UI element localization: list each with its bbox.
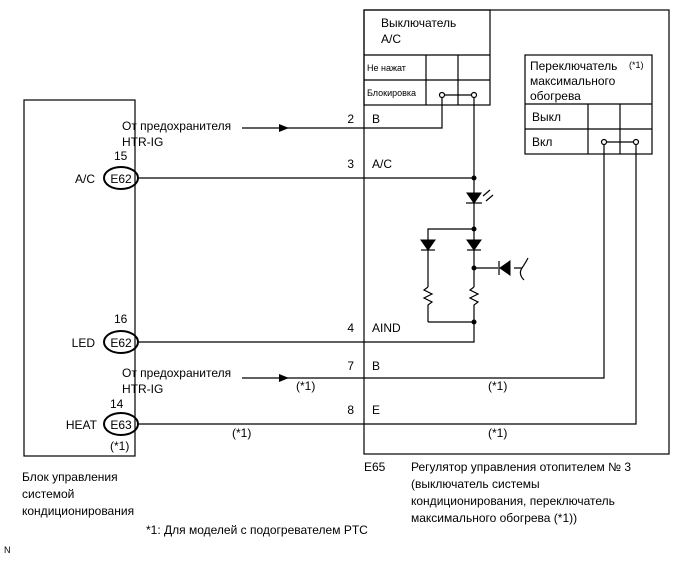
terminal-number-4: 4 [347,321,354,335]
junction-dot [471,319,477,325]
terminal-number-7: 7 [347,359,354,373]
ecu-name-line-2: системой [22,487,74,501]
connector-label-e62-led: E62 [110,336,132,350]
max-heat-state-off: Выкл [532,110,561,124]
controller-name-line-4: максимального обогрева (*1)) [411,511,577,525]
ecu-name-line-1: Блок управления [22,470,118,484]
ecu-pin-label-led: LED [72,336,96,350]
fuse-source-2-line-1: От предохранителя [122,366,231,380]
terminal-name-ac-3: A/C [372,157,392,171]
footnote: *1: Для моделей с подогревателем PTC [146,523,368,537]
terminal-number-2: 2 [347,112,354,126]
ecu-block [23,99,136,457]
max-heat-title-note: (*1) [629,60,644,70]
max-heat-state-on: Вкл [532,135,552,149]
terminal-number-8: 8 [347,403,354,417]
wire-note-heat-left: (*1) [232,426,251,440]
photo-sensor-diode [499,260,511,276]
junction-dot [471,175,477,181]
max-heat-title-line-2: максимального [530,74,616,88]
max-heat-title-line-3: обогрева [530,89,581,103]
ecu-name-line-3: кондиционирования [22,504,134,518]
junction-dot [471,226,477,232]
controller-box [363,9,670,455]
junction-dot [471,265,477,271]
terminal-name-b-2: B [372,112,380,126]
right-branch-diode [466,239,482,251]
corner-mark: N [4,545,11,555]
left-branch-diode [420,239,436,251]
connector-label-e63-heat: E63 [110,418,132,432]
ac-switch-state-lock: Блокировка [367,88,416,98]
ac-switch-box [363,9,491,106]
ecu-pin-number-15: 15 [114,149,128,163]
ac-switch-title-line-2: A/C [381,32,401,46]
terminal-name-b-7: B [372,359,380,373]
controller-connector-label: E65 [364,460,386,474]
controller-name-line-1: Регулятор управления отопителем № 3 [411,460,631,474]
fuse-source-2-line-2: HTR-IG [122,382,163,396]
ac-switch-title-line-1: Выключатель [381,16,456,30]
fuse-source-1-line-1: От предохранителя [122,119,231,133]
terminal-number-3: 3 [347,157,354,171]
wire-note-fuse-left: (*1) [296,379,315,393]
terminal-name-aind-4: AIND [372,321,401,335]
left-resistor [422,286,434,322]
max-heat-title-line-1: Переключатель [530,59,617,73]
ecu-pin-number-16: 16 [114,312,128,326]
ecu-pin-label-ac: A/C [75,172,95,186]
ac-switch-state-off: Не нажат [367,63,406,73]
ecu-pin-label-heat: HEAT [66,418,98,432]
fuse-source-1-line-2: HTR-IG [122,135,163,149]
wire-note-heat-right: (*1) [488,426,507,440]
wire-note-fuse-right: (*1) [488,379,507,393]
terminal-name-e-8: E [372,403,380,417]
heat-pin-note: (*1) [110,439,129,453]
ecu-pin-number-14: 14 [110,397,124,411]
right-resistor [468,286,480,322]
connector-label-e62-ac: E62 [110,172,132,186]
indicator-led-diode [466,192,482,204]
controller-name-line-3: кондиционирования, переключатель [411,494,615,508]
controller-name-line-2: (выключатель системы [411,477,540,491]
